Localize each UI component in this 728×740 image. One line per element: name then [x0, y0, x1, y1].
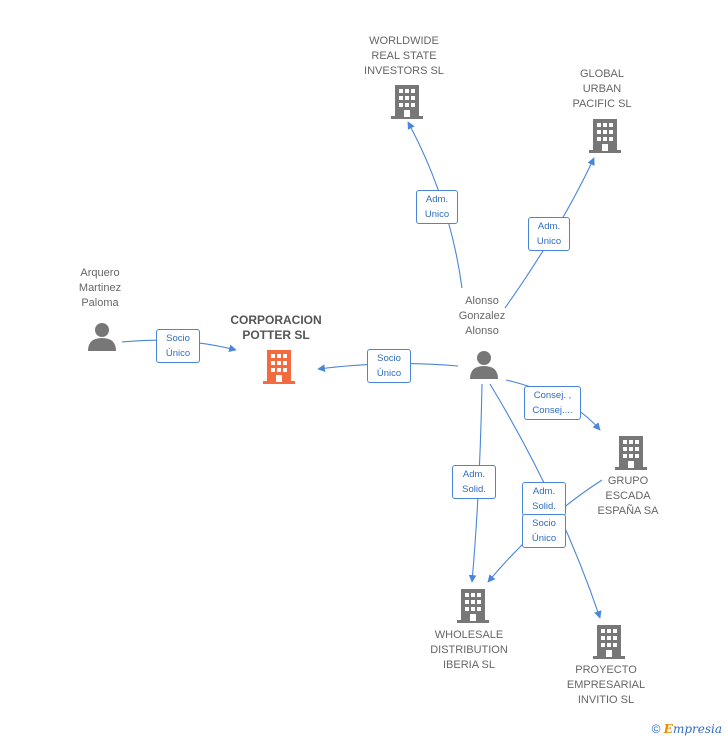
edge-label-socio-arquero: Socio Único — [156, 329, 200, 363]
edge-label-adm-global: Adm. Unico — [528, 217, 570, 251]
node-label-arquero[interactable]: Arquero Martinez Paloma — [78, 267, 122, 309]
edge-label-consej-grupo: Consej. , Consej.... — [524, 386, 581, 420]
brand-watermark: © Empresia — [652, 722, 722, 736]
node-label-wholesale[interactable]: WHOLESALE DISTRIBUTION IBERIA SL — [430, 629, 508, 671]
edge-label-socio-alonso: Socio Único — [367, 349, 411, 383]
brand-logo-letter: E — [663, 722, 673, 736]
building-icon[interactable] — [589, 119, 621, 153]
building-icon[interactable] — [615, 436, 647, 470]
building-icon[interactable] — [593, 625, 625, 659]
person-icon[interactable] — [87, 321, 117, 351]
building-icon[interactable] — [457, 589, 489, 623]
building-main-icon[interactable] — [263, 350, 295, 384]
edge-label-adm-solid-proyecto: Adm. Solid. — [522, 482, 566, 516]
node-label-corporacion[interactable]: CORPORACION POTTER SL — [230, 313, 322, 342]
edge-label-adm-worldwide: Adm. Unico — [416, 190, 458, 224]
brand-name: mpresia — [672, 722, 722, 736]
node-label-grupo[interactable]: GRUPO ESCADA ESPAÑA SA — [597, 475, 659, 517]
edge-label-socio-wholesale: Socio Único — [522, 514, 566, 548]
edge-label-adm-solid-wholesale: Adm. Solid. — [452, 465, 496, 499]
node-label-alonso[interactable]: Alonso Gonzalez Alonso — [458, 295, 506, 337]
node-label-proyecto[interactable]: PROYECTO EMPRESARIAL INVITIO SL — [566, 664, 646, 706]
building-icon[interactable] — [391, 85, 423, 119]
copyright-symbol: © — [651, 722, 661, 736]
person-icon[interactable] — [469, 349, 499, 379]
node-label-global[interactable]: GLOBAL URBAN PACIFIC SL — [572, 68, 632, 110]
node-label-worldwide[interactable]: WORLDWIDE REAL STATE INVESTORS SL — [364, 35, 444, 77]
